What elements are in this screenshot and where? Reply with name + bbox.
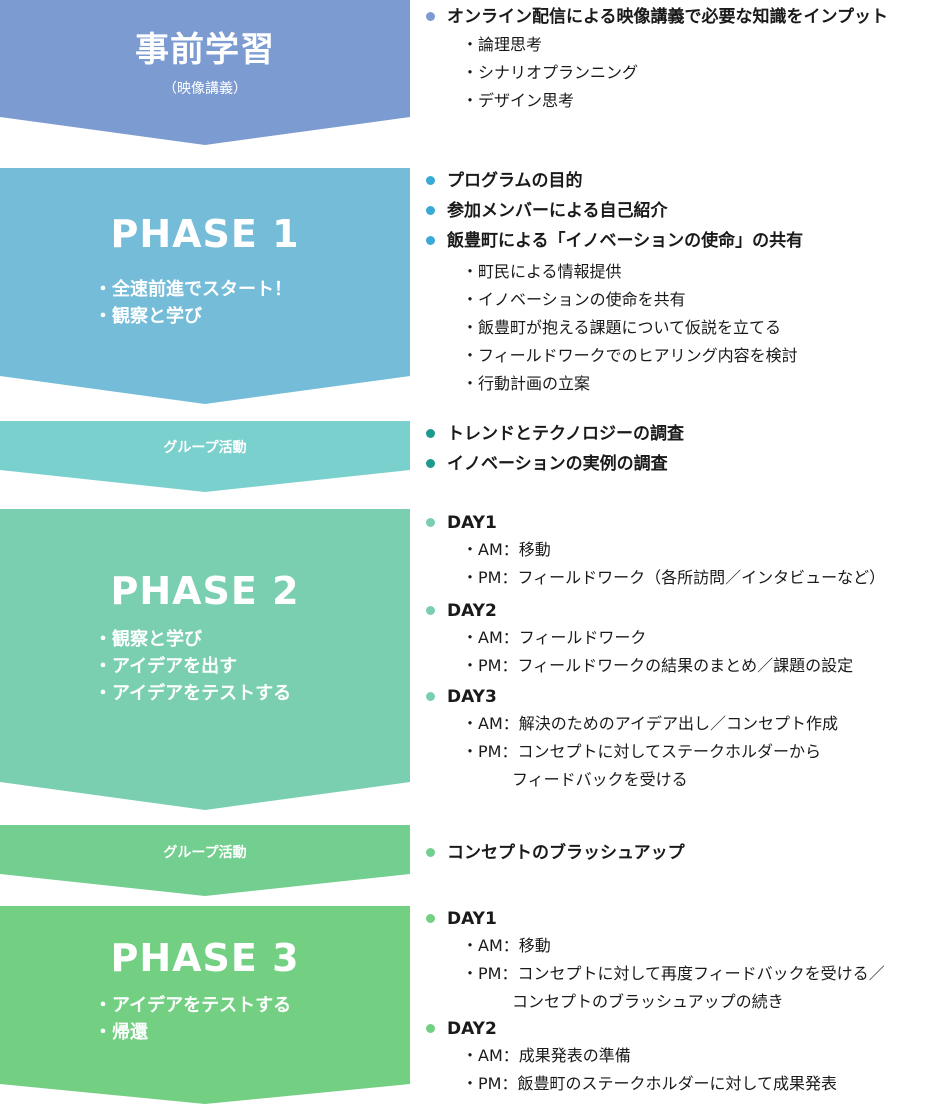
- bullet-dot: [426, 236, 435, 245]
- chevron-phase3: PHASE 3 ・アイデアをテストする ・帰還: [0, 906, 410, 1104]
- chevron-group-activity-1: グループ活動: [0, 421, 410, 492]
- phase2-sub: ・PM：コンセプトに対してステークホルダーから: [462, 742, 821, 761]
- bullet-dot: [426, 848, 435, 857]
- phase2-sub: ・PM：フィールドワークの結果のまとめ／課題の設定: [462, 656, 854, 675]
- phase2-sub-continued: フィードバックを受ける: [512, 770, 688, 789]
- bullet-dot: [426, 206, 435, 215]
- bullet-dot: [426, 176, 435, 185]
- phase1-item: 参加メンバーによる自己紹介: [426, 200, 668, 222]
- phase3-bullet: ・帰還: [94, 1022, 148, 1043]
- bullet-dot: [426, 518, 435, 527]
- phase1-title: PHASE 1: [110, 212, 300, 256]
- pre-learning-subtitle: （映像講義）: [163, 81, 247, 97]
- phase1-item: 飯豊町による「イノベーションの使命」の共有: [426, 230, 803, 252]
- phase1-sub: ・町民による情報提供: [462, 262, 622, 281]
- phase1-sub: ・イノベーションの使命を共有: [462, 290, 686, 309]
- pre-learning-title: 事前学習: [135, 30, 275, 70]
- group-activity-2-item: コンセプトのブラッシュアップ: [426, 842, 685, 864]
- bullet-dot: [426, 692, 435, 701]
- phase2-bullet: ・アイデアをテストする: [94, 683, 292, 704]
- phase2-sub: ・AM：フィールドワーク: [462, 628, 647, 647]
- pre-learning-sub: ・シナリオプランニング: [462, 63, 639, 82]
- group-activity-1-item: イノベーションの実例の調査: [426, 453, 668, 475]
- bullet-dot: [426, 459, 435, 468]
- group-activity-2-label: グループ活動: [163, 845, 247, 861]
- phase1-bullet: ・観察と学び: [94, 306, 202, 327]
- bullet-dot: [426, 606, 435, 615]
- phase2-bullet: ・観察と学び: [94, 629, 202, 650]
- phase2-title: PHASE 2: [110, 569, 300, 613]
- phase1-bullet: ・全速前進でスタート！: [94, 279, 292, 300]
- phase2-bullets: ・観察と学び ・アイデアを出す ・アイデアをテストする: [94, 626, 291, 707]
- phase2-day: DAY3: [426, 686, 497, 708]
- phase1-sub: ・飯豊町が抱える課題について仮説を立てる: [462, 318, 782, 337]
- phase3-title: PHASE 3: [110, 936, 300, 980]
- pre-learning-item: オンライン配信による映像講義で必要な知識をインプット: [426, 6, 888, 28]
- phase3-sub-continued: コンセプトのブラッシュアップの続き: [512, 992, 784, 1011]
- bullet-dot: [426, 12, 435, 21]
- phase3-sub: ・AM：移動: [462, 936, 551, 955]
- phase3-sub: ・AM：成果発表の準備: [462, 1046, 631, 1065]
- chevron-phase2: PHASE 2 ・観察と学び ・アイデアを出す ・アイデアをテストする: [0, 509, 410, 810]
- phase2-bullet: ・アイデアを出す: [94, 656, 238, 677]
- group-activity-1-item: トレンドとテクノロジーの調査: [426, 423, 684, 445]
- phase1-bullets: ・全速前進でスタート！ ・観察と学び: [94, 276, 292, 330]
- chevron-phase1: PHASE 1 ・全速前進でスタート！ ・観察と学び: [0, 168, 410, 404]
- bullet-dot: [426, 429, 435, 438]
- phase3-sub: ・PM：飯豊町のステークホルダーに対して成果発表: [462, 1074, 837, 1093]
- pre-learning-sub: ・デザイン思考: [462, 91, 575, 110]
- phase3-bullet: ・アイデアをテストする: [94, 995, 292, 1016]
- phase3-day: DAY2: [426, 1018, 497, 1040]
- phase1-sub: ・行動計画の立案: [462, 374, 591, 393]
- phase1-sub: ・フィールドワークでのヒアリング内容を検討: [462, 346, 798, 365]
- phase2-day: DAY2: [426, 600, 497, 622]
- chevron-pre-learning: 事前学習 （映像講義）: [0, 0, 410, 145]
- chevron-group-activity-2: グループ活動: [0, 825, 410, 896]
- phase3-sub: ・PM：コンセプトに対して再度フィードバックを受ける／: [462, 964, 885, 983]
- phase2-sub: ・AM：移動: [462, 540, 551, 559]
- pre-learning-sub: ・論理思考: [462, 35, 543, 54]
- bullet-dot: [426, 1024, 435, 1033]
- bullet-dot: [426, 914, 435, 923]
- group-activity-1-label: グループ活動: [163, 440, 247, 456]
- phase3-day: DAY1: [426, 908, 497, 930]
- phase2-sub: ・PM：フィールドワーク（各所訪問／インタビューなど）: [462, 568, 886, 587]
- phase1-item: プログラムの目的: [426, 170, 583, 192]
- phase2-day: DAY1: [426, 512, 497, 534]
- phase3-bullets: ・アイデアをテストする ・帰還: [94, 992, 291, 1046]
- phase2-sub: ・AM：解決のためのアイデア出し／コンセプト作成: [462, 714, 838, 733]
